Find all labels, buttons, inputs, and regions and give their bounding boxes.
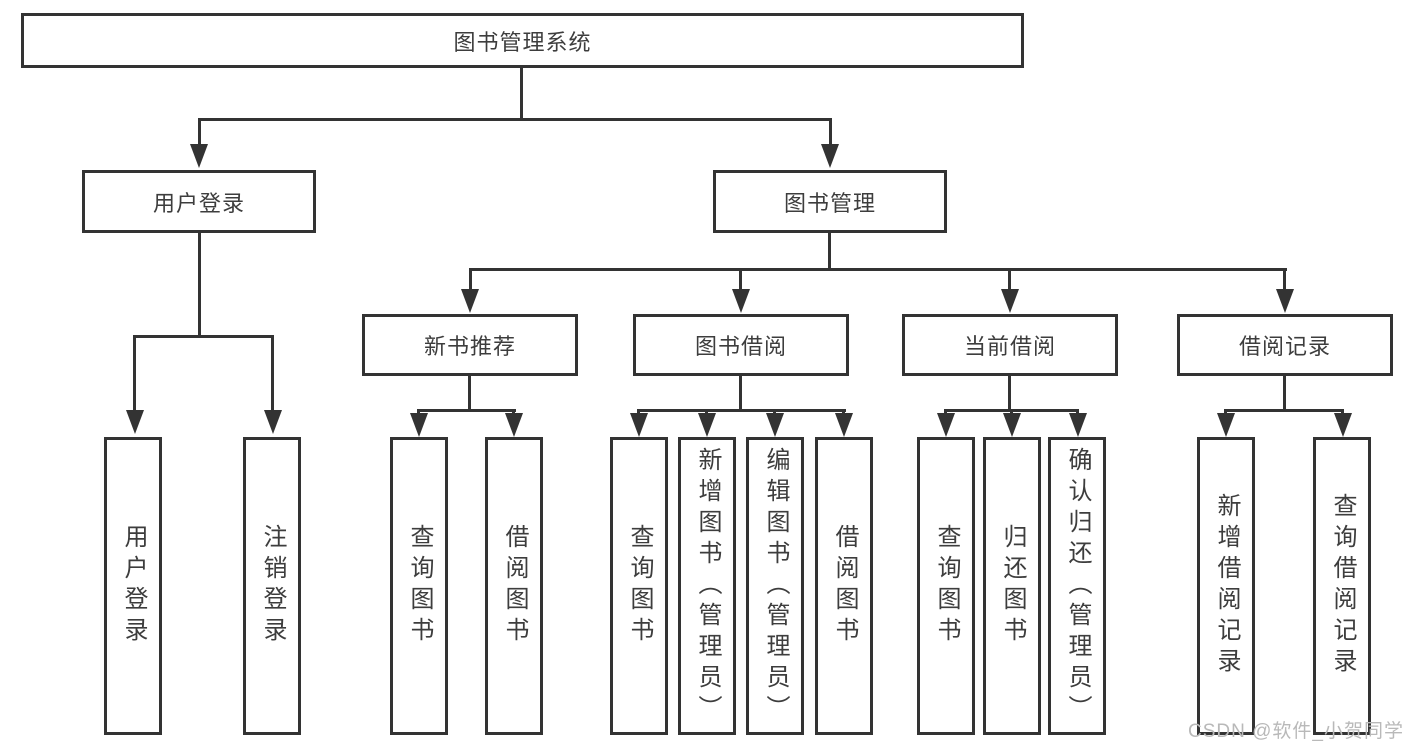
- leaf-user-login-label: 用户登录: [120, 524, 147, 648]
- connector-line: [468, 375, 471, 412]
- connector-line: [739, 375, 742, 412]
- connector-line: [133, 335, 136, 413]
- leaf-confirm-return-admin: 确认归还（管理员）: [1048, 437, 1106, 735]
- connector-line: [198, 232, 201, 338]
- node-root: 图书管理系统: [21, 13, 1024, 68]
- leaf-return-books-label: 归还图书: [999, 524, 1026, 648]
- arrowhead-icon: [766, 413, 784, 437]
- arrowhead-icon: [732, 289, 750, 313]
- connector-line: [1008, 268, 1011, 293]
- leaf-return-books: 归还图书: [983, 437, 1041, 735]
- node-new-book-recommend: 新书推荐: [362, 314, 578, 376]
- node-root-label: 图书管理系统: [453, 29, 592, 55]
- connector-line: [1224, 409, 1344, 412]
- leaf-query-books-current-label: 查询图书: [933, 524, 960, 648]
- node-current-borrow: 当前借阅: [902, 314, 1118, 376]
- arrowhead-icon: [1003, 413, 1021, 437]
- node-borrow-records-label: 借阅记录: [1238, 334, 1331, 359]
- leaf-edit-books-admin-label: 编辑图书（管理员）: [762, 446, 789, 726]
- connector-line: [198, 118, 832, 121]
- connector-line: [469, 268, 1287, 271]
- node-book-borrow: 图书借阅: [633, 314, 849, 376]
- leaf-user-login: 用户登录: [104, 437, 162, 735]
- arrowhead-icon: [937, 413, 955, 437]
- node-borrow-records: 借阅记录: [1177, 314, 1393, 376]
- arrowhead-icon: [1001, 289, 1019, 313]
- leaf-query-books-borrow-label: 查询图书: [626, 524, 653, 648]
- connector-line: [198, 118, 201, 148]
- leaf-logout-label: 注销登录: [259, 524, 286, 648]
- arrowhead-icon: [410, 413, 428, 437]
- arrowhead-icon: [1276, 289, 1294, 313]
- node-user-login: 用户登录: [82, 170, 316, 233]
- leaf-borrow-books-recommend: 借阅图书: [485, 437, 543, 735]
- connector-line: [133, 335, 274, 338]
- connector-line: [520, 66, 523, 120]
- arrowhead-icon: [1334, 413, 1352, 437]
- leaf-query-books-borrow: 查询图书: [610, 437, 668, 735]
- leaf-borrow-books-label: 借阅图书: [831, 524, 858, 648]
- arrowhead-icon: [821, 144, 839, 168]
- node-current-borrow-label: 当前借阅: [963, 334, 1056, 359]
- arrowhead-icon: [698, 413, 716, 437]
- connector-line: [739, 268, 742, 293]
- arrowhead-icon: [190, 144, 208, 168]
- connector-line: [417, 409, 516, 412]
- node-book-borrow-label: 图书借阅: [694, 334, 787, 359]
- connector-line: [828, 232, 831, 271]
- connector-line: [637, 409, 846, 412]
- arrowhead-icon: [461, 289, 479, 313]
- leaf-query-books-recommend-label: 查询图书: [406, 524, 433, 648]
- connector-line: [829, 118, 832, 148]
- leaf-add-borrow-record: 新增借阅记录: [1197, 437, 1255, 735]
- leaf-add-borrow-record-label: 新增借阅记录: [1213, 493, 1240, 679]
- node-book-management: 图书管理: [713, 170, 947, 233]
- connector-line: [1008, 375, 1011, 412]
- arrowhead-icon: [1217, 413, 1235, 437]
- node-book-management-label: 图书管理: [783, 190, 876, 216]
- leaf-edit-books-admin: 编辑图书（管理员）: [746, 437, 804, 735]
- leaf-query-borrow-record: 查询借阅记录: [1313, 437, 1371, 735]
- leaf-add-books-admin-label: 新增图书（管理员）: [694, 446, 721, 726]
- leaf-query-books-current: 查询图书: [917, 437, 975, 735]
- leaf-borrow-books: 借阅图书: [815, 437, 873, 735]
- leaf-query-borrow-record-label: 查询借阅记录: [1329, 493, 1356, 679]
- arrowhead-icon: [505, 413, 523, 437]
- node-user-login-label: 用户登录: [152, 190, 245, 216]
- leaf-add-books-admin: 新增图书（管理员）: [678, 437, 736, 735]
- node-new-book-recommend-label: 新书推荐: [423, 334, 516, 359]
- csdn-watermark: CSDN @软件_小贺同学: [1188, 721, 1404, 742]
- arrowhead-icon: [1069, 413, 1087, 437]
- arrowhead-icon: [835, 413, 853, 437]
- connector-line: [1283, 268, 1286, 293]
- arrowhead-icon: [126, 410, 144, 434]
- leaf-borrow-books-recommend-label: 借阅图书: [501, 524, 528, 648]
- arrowhead-icon: [630, 413, 648, 437]
- leaf-confirm-return-admin-label: 确认归还（管理员）: [1064, 446, 1091, 726]
- arrowhead-icon: [264, 410, 282, 434]
- leaf-logout: 注销登录: [243, 437, 301, 735]
- connector-line: [271, 335, 274, 413]
- leaf-query-books-recommend: 查询图书: [390, 437, 448, 735]
- connector-line: [469, 268, 472, 293]
- connector-line: [1283, 375, 1286, 412]
